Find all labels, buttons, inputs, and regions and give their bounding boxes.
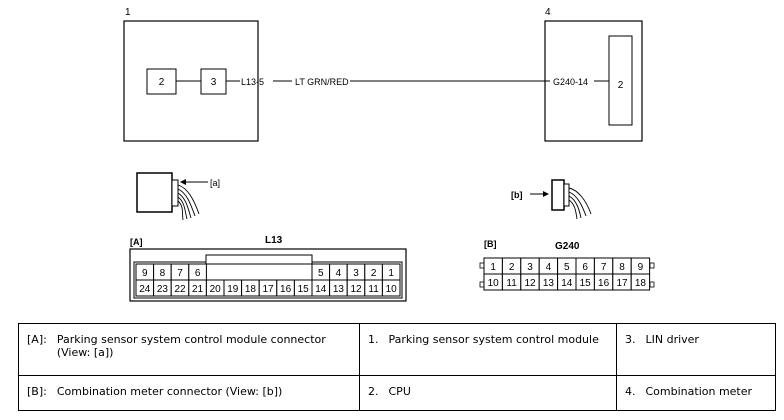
- view-a-arrowhead: [180, 179, 186, 185]
- pin-number: 23: [157, 284, 169, 295]
- legend-cell: [A]: Parking sensor system control module…: [18, 323, 360, 376]
- meter-cpu-box: [608, 35, 633, 126]
- pin-number: 19: [227, 284, 239, 295]
- connector-l13-tag: [A]: [130, 237, 143, 247]
- pin-number: 13: [543, 278, 555, 289]
- pin-number: 2: [509, 262, 515, 273]
- wire-color-label: LT GRN/RED: [295, 77, 349, 87]
- pin-number: 6: [195, 268, 201, 279]
- pin-number: 24: [139, 284, 151, 295]
- connector-g240-right-lug-bottom: [649, 281, 655, 288]
- meter-cpu-box-label: 2: [618, 80, 624, 91]
- pin-number: 8: [619, 262, 625, 273]
- connector-g240-left-lug-top: [479, 262, 485, 269]
- wiring-diagram: 1 2 3 L13-5 LT GRN/RED 4 G240-14 2 [a] […: [123, 7, 655, 302]
- legend-key-a: [A]:: [27, 333, 47, 346]
- legend-key-2: 2.: [368, 384, 379, 398]
- legend-text-3: LIN driver: [645, 333, 699, 346]
- pin-number: 1: [388, 268, 394, 279]
- pin-number: 5: [564, 262, 570, 273]
- pin-number: 9: [142, 268, 148, 279]
- connector-g240-tag: [B]: [484, 239, 497, 249]
- pin-number: 13: [333, 284, 345, 295]
- legend-row: [A]: Parking sensor system control module…: [18, 323, 776, 376]
- legend-text-a: Parking sensor system control module con…: [56, 333, 326, 359]
- legend-text-2: CPU: [388, 384, 411, 398]
- pin-number: 14: [315, 284, 327, 295]
- legend-text-4: Combination meter: [645, 384, 753, 398]
- connector-l13-title: L13: [265, 235, 283, 246]
- connector-g240-left-lug-bottom: [479, 281, 485, 288]
- pin-number: 4: [336, 268, 342, 279]
- pin-number: 8: [160, 268, 166, 279]
- pin-number: 17: [616, 278, 628, 289]
- terminal-l13-5: L13-5: [241, 77, 264, 87]
- legend-key-3: 3.: [625, 333, 636, 346]
- connector-g240-title: G240: [555, 241, 580, 252]
- pin-number: 5: [318, 268, 324, 279]
- module-1-number: 1: [125, 7, 131, 18]
- legend-key-1: 1.: [368, 333, 379, 346]
- legend-cell: 3. LIN driver: [616, 323, 776, 376]
- pin-number: 11: [368, 284, 379, 295]
- pin-number: 4: [546, 262, 552, 273]
- module-4-number: 4: [545, 7, 551, 18]
- pin-number: 7: [177, 268, 183, 279]
- pin-number: 18: [245, 284, 257, 295]
- view-a-label: [a]: [210, 178, 220, 188]
- pin-cell: [630, 273, 651, 291]
- pin-number: 2: [371, 268, 377, 279]
- connector-b-view-icon: [551, 179, 592, 220]
- legend-cell: 4. Combination meter: [616, 374, 776, 412]
- module-4-box: [544, 20, 643, 142]
- legend-key-4: 4.: [625, 384, 636, 398]
- pin-number: 21: [192, 284, 204, 295]
- legend-table: [A]: Parking sensor system control module…: [18, 323, 776, 412]
- pin-number: 12: [350, 284, 362, 295]
- cpu-box-label: 2: [159, 77, 165, 88]
- legend-row: [B]: Combination meter connector (View: […: [18, 374, 776, 412]
- legend-cell: [B]: Combination meter connector (View: […: [18, 374, 360, 412]
- lin-driver-box-label: 3: [211, 77, 217, 88]
- pin-number: 11: [506, 278, 517, 289]
- pin-number: 7: [601, 262, 607, 273]
- legend-key-b: [B]:: [27, 384, 47, 398]
- connector-l13-housing: [129, 248, 407, 302]
- pin-number: 14: [561, 278, 573, 289]
- pin-number: 18: [635, 278, 647, 289]
- legend-cell: 1. Parking sensor system control module: [359, 323, 617, 376]
- pin-number: 9: [638, 262, 644, 273]
- pin-number: 1: [490, 262, 496, 273]
- pin-number: 6: [582, 262, 588, 273]
- pin-number: 3: [527, 262, 533, 273]
- terminal-g240-14: G240-14: [553, 77, 588, 87]
- view-b-label: [b]: [511, 190, 523, 200]
- legend-text-b: Combination meter connector (View: [b]): [56, 384, 283, 398]
- legend-text-1: Parking sensor system control module: [388, 333, 599, 346]
- pin-number: 15: [298, 284, 310, 295]
- pin-number: 16: [280, 284, 292, 295]
- pin-number: 10: [386, 284, 398, 295]
- connector-g240-right-lug-top: [649, 262, 655, 269]
- pin-number: 12: [524, 278, 536, 289]
- pin-number: 17: [262, 284, 274, 295]
- connector-a-view-icon: [136, 172, 200, 221]
- pin-cell: [381, 279, 401, 297]
- module-1-box: [123, 20, 259, 142]
- view-b-arrowhead: [543, 191, 549, 197]
- pin-number: 15: [580, 278, 592, 289]
- pin-number: 22: [174, 284, 186, 295]
- legend-cell: 2. CPU: [359, 374, 617, 412]
- pin-number: 3: [353, 268, 359, 279]
- pin-number: 16: [598, 278, 610, 289]
- pin-number: 10: [488, 278, 500, 289]
- connector-l13-lock-tab: [205, 254, 313, 265]
- pin-number: 20: [210, 284, 222, 295]
